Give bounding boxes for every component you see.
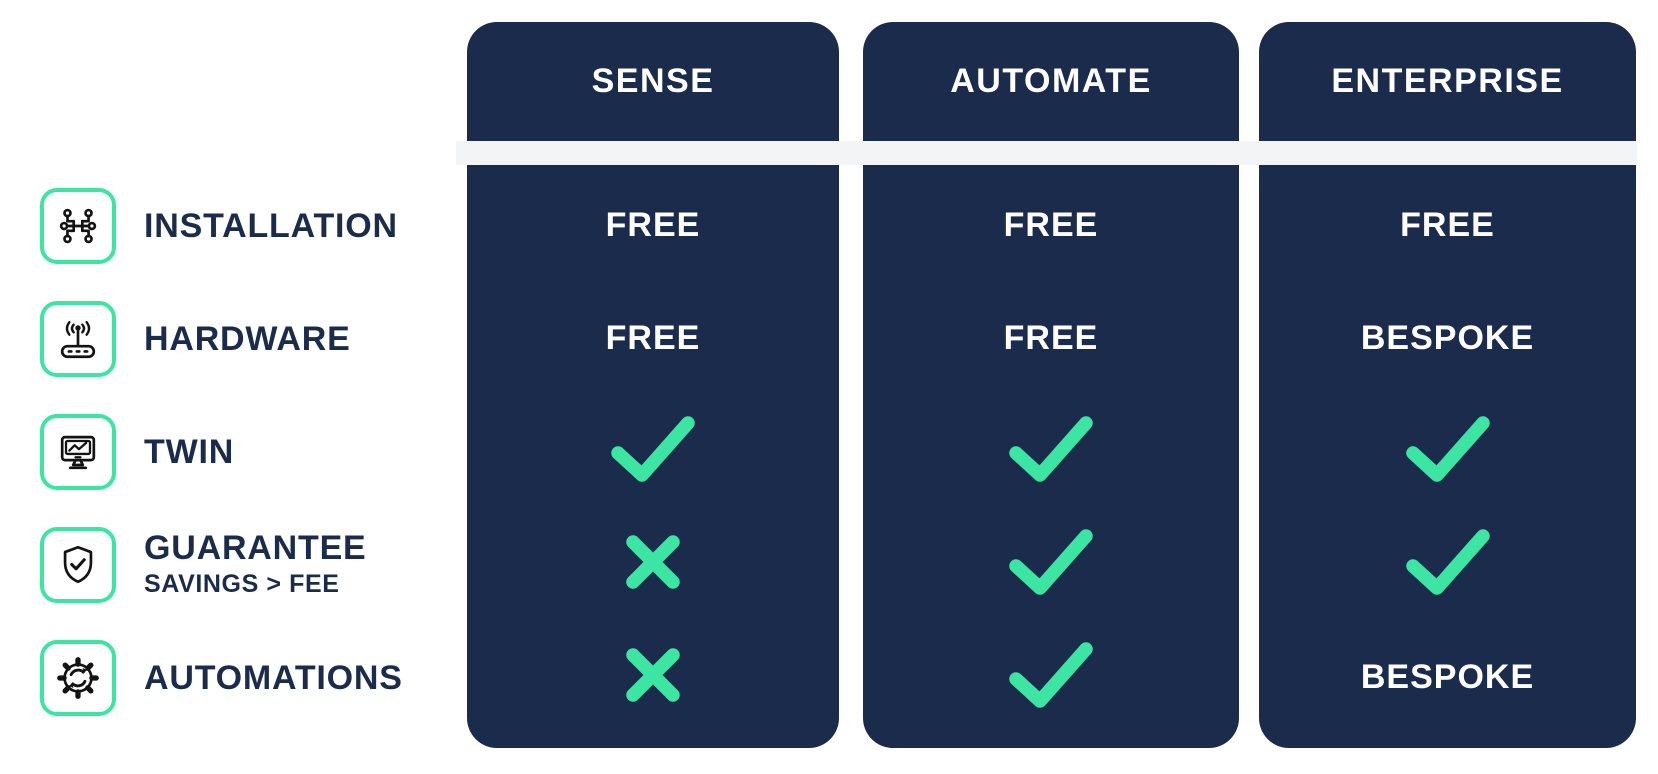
plan-cell — [467, 508, 839, 621]
plan-cell — [863, 508, 1239, 621]
feature-text: TWIN — [144, 432, 235, 471]
feature-label: HARDWARE — [144, 319, 351, 358]
plan-name: ENTERPRISE — [1331, 62, 1564, 100]
cross-icon — [622, 644, 684, 711]
check-icon — [1007, 526, 1095, 603]
cell-value-text: BESPOKE — [1360, 658, 1535, 696]
check-icon — [1007, 413, 1095, 490]
feature-text: AUTOMATIONS — [144, 658, 403, 697]
cell-value-text: BESPOKE — [1360, 319, 1535, 357]
plan-cell: BESPOKE — [1259, 282, 1636, 395]
plan-header: SENSE — [467, 22, 839, 141]
plan-header: AUTOMATE — [863, 22, 1239, 141]
header-separator-band — [456, 141, 1637, 165]
cell-value-text: FREE — [605, 206, 701, 244]
feature-label: TWIN — [144, 432, 235, 471]
feature-label: GUARANTEE — [144, 529, 367, 568]
plan-cell: FREE — [863, 282, 1239, 395]
plan-header: ENTERPRISE — [1259, 22, 1636, 141]
plan-column-enterprise: ENTERPRISE FREE BESPOKE BESPOKE — [1259, 0, 1636, 774]
plan-cell: FREE — [1259, 169, 1636, 282]
check-icon — [609, 413, 697, 490]
cell-value-text: FREE — [1003, 319, 1099, 357]
plan-cell: FREE — [863, 169, 1239, 282]
cell-value-text: FREE — [605, 319, 701, 357]
plan-body: FREE BESPOKE BESPOKE — [1259, 165, 1636, 748]
plan-cell — [1259, 395, 1636, 508]
cell-value-text: FREE — [1003, 206, 1099, 244]
plan-cell — [1259, 508, 1636, 621]
circuit-nodes-icon — [40, 188, 116, 264]
plan-cell — [467, 621, 839, 734]
feature-text: HARDWARE — [144, 319, 351, 358]
monitor-chart-icon — [40, 414, 116, 490]
feature-text: INSTALLATION — [144, 206, 398, 245]
feature-label: INSTALLATION — [144, 206, 398, 245]
plan-column-sense: SENSE FREE FREE — [467, 0, 839, 774]
plan-cell — [863, 395, 1239, 508]
plan-column-automate: AUTOMATE FREE FREE — [863, 0, 1239, 774]
router-antenna-icon — [40, 301, 116, 377]
plan-cell: FREE — [467, 169, 839, 282]
plan-cell: FREE — [467, 282, 839, 395]
check-icon — [1404, 526, 1492, 603]
check-icon — [1007, 639, 1095, 716]
cell-value-text: FREE — [1400, 206, 1495, 244]
shield-check-icon — [40, 527, 116, 603]
check-icon — [1404, 413, 1492, 490]
plan-body: FREE FREE — [467, 165, 839, 748]
feature-row: INSTALLATION — [40, 188, 398, 264]
feature-label: AUTOMATIONS — [144, 658, 403, 697]
plan-cell: BESPOKE — [1259, 621, 1636, 734]
feature-sublabel: SAVINGS > FEE — [144, 569, 340, 598]
plan-body: FREE FREE — [863, 165, 1239, 748]
plan-name: SENSE — [591, 62, 715, 100]
gear-sync-icon — [40, 640, 116, 716]
feature-row: TWIN — [40, 414, 234, 490]
feature-row: HARDWARE — [40, 301, 351, 377]
feature-row: AUTOMATIONS — [40, 640, 403, 716]
cross-icon — [622, 531, 684, 598]
plan-cell — [467, 395, 839, 508]
plan-cell — [863, 621, 1239, 734]
plan-name: AUTOMATE — [950, 62, 1152, 100]
